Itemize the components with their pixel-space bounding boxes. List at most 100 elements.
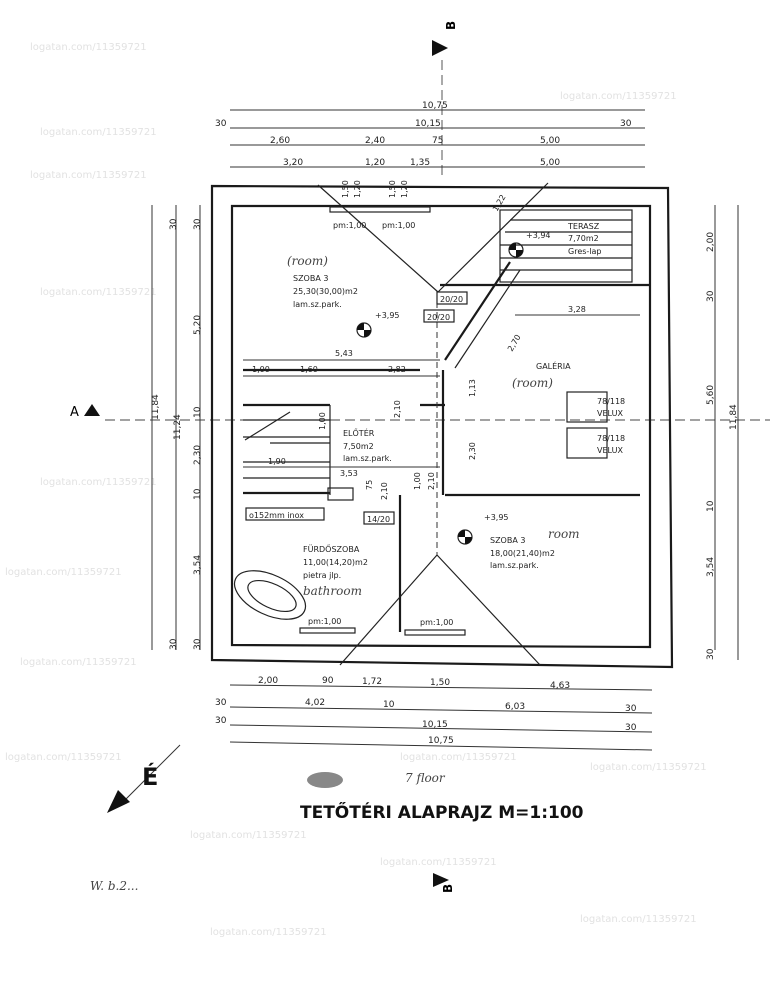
plan-text: 78/118 [597, 397, 625, 406]
plan-line [210, 184, 674, 669]
plan-text: pietra jlp. [303, 571, 341, 580]
north-arrow-icon [107, 790, 130, 813]
watermark: logatan.com/11359721 [40, 127, 157, 138]
room-bathroom: FÜRDŐSZOBA 11,00(14,20)m2 pietra jlp. ba… [303, 544, 368, 598]
plan-text: ELŐTÉR [343, 427, 375, 438]
plan-text: 30 [215, 119, 227, 129]
watermark: logatan.com/11359721 [40, 477, 157, 488]
plan-text: 2,40 [365, 136, 385, 146]
walls [210, 184, 674, 669]
watermark: logatan.com/11359721 [30, 170, 147, 181]
plan-text: room [548, 527, 580, 541]
plan-text: 1,20 [400, 180, 409, 198]
plan-text: FÜRDŐSZOBA [303, 544, 360, 554]
plan-text: 10,75 [422, 101, 448, 111]
plan-text: 11,00(14,20)m2 [303, 558, 368, 567]
plan-text: 30 [625, 704, 637, 714]
plan-text: 30 [706, 290, 716, 302]
level-marker-icon [508, 242, 524, 258]
watermark: logatan.com/11359721 [400, 752, 517, 763]
plan-line [404, 629, 466, 636]
chimney [327, 487, 354, 501]
plan-text: bathroom [303, 584, 362, 598]
plan-text: o152mm inox [249, 511, 304, 520]
plan-text: 30 [193, 638, 203, 650]
plan-text: 1,20 [353, 180, 362, 198]
plan-text: 30 [215, 698, 227, 708]
plan-text: 1,50 [388, 180, 397, 198]
plan-text: 2,00 [706, 232, 716, 252]
plan-text: 2,70 [506, 333, 523, 353]
plan-text: TERASZ [567, 222, 600, 231]
plan-text: 30 [706, 648, 716, 660]
plan-line [454, 269, 521, 369]
plan-text: +3,95 [484, 513, 509, 522]
plan-line [499, 209, 633, 283]
plan-text: 3,54 [706, 557, 716, 577]
room-terrace: +3,94 TERASZ 7,70m2 Gres-lap [526, 222, 602, 256]
plan-text: pm:1,00 [333, 221, 366, 230]
plan-text: 30 [215, 716, 227, 726]
plan-line [357, 323, 371, 337]
roof-lines [317, 182, 549, 666]
right-dimensions: 2,00 30 5,60 11,84 10 3,54 30 [706, 205, 739, 660]
plan-title: TETŐTÉRI ALAPRAJZ M=1:100 [300, 801, 584, 823]
plan-text: 1,90 [268, 457, 286, 466]
plan-line [437, 182, 549, 293]
plan-text: 4,02 [305, 698, 325, 708]
plan-line [339, 554, 438, 666]
plan-text: 30 [625, 723, 637, 733]
plan-text: 7,50m2 [343, 442, 374, 451]
plan-text: 2,60 [270, 136, 290, 146]
room-szoba3-a: (room) SZOBA 3 25,30(30,00)m2 lam.sz.par… [287, 254, 400, 320]
section-label-top: B [444, 21, 458, 30]
plan-text: É [142, 762, 158, 791]
plan-text: 3,54 [193, 555, 203, 575]
plan-text: 1,00 [252, 365, 270, 374]
room-galeria: GALÉRIA (room) [512, 360, 571, 390]
plan-text: SZOBA 3 [490, 536, 525, 545]
plan-text: 20/20 [440, 295, 463, 304]
watermark: logatan.com/11359721 [560, 91, 677, 102]
plan-text: 14/20 [367, 515, 390, 524]
plan-line [458, 530, 472, 544]
plan-text: lam.sz.park. [490, 561, 539, 570]
north-arrow: É [107, 744, 181, 813]
watermark: logatan.com/11359721 [590, 762, 707, 773]
stairs [243, 411, 330, 479]
section-label-left: A [70, 405, 79, 420]
plan-text: 1,00 [318, 412, 327, 430]
plan-text: 11,24 [173, 414, 183, 440]
plan-text: pm:1,00 [308, 617, 341, 626]
plan-text: 4,63 [550, 681, 570, 691]
watermark: logatan.com/11359721 [20, 657, 137, 668]
plan-text: 1,35 [410, 158, 430, 168]
section-marker-top-icon [432, 40, 448, 56]
plan-line [444, 261, 511, 361]
plan-text: 30 [169, 218, 179, 230]
velux-window-2 [566, 427, 608, 459]
plan-text: +3,95 [375, 311, 400, 320]
plan-text: 10 [706, 500, 716, 512]
plan-text: 3,20 [283, 158, 303, 168]
plan-text: 3,28 [568, 305, 586, 314]
plan-text: 10 [193, 406, 203, 418]
plan-text: 1,72 [362, 677, 382, 687]
watermark: logatan.com/11359721 [580, 914, 697, 925]
plan-text: Gres-lap [568, 247, 602, 256]
section-marker-left-icon [84, 404, 100, 416]
plan-text: 90 [322, 676, 334, 686]
plan-text: 1,60 [300, 365, 318, 374]
plan-text: 5,60 [706, 385, 716, 405]
plan-text: 2,10 [393, 400, 402, 418]
velux-window-1 [566, 391, 608, 423]
plan-text: (room) [287, 254, 328, 268]
plan-text: pm:1,00 [382, 221, 415, 230]
left-dimensions: 30 30 5,20 10 11,84 11,24 2,30 10 3,54 3… [151, 205, 203, 650]
plan-line [229, 724, 653, 733]
watermarks: logatan.com/11359721 logatan.com/1135972… [5, 42, 707, 938]
level-marker-icon [457, 529, 473, 545]
plan-text: 25,30(30,00)m2 [293, 287, 358, 296]
plan-text: 1,50 [430, 678, 450, 688]
